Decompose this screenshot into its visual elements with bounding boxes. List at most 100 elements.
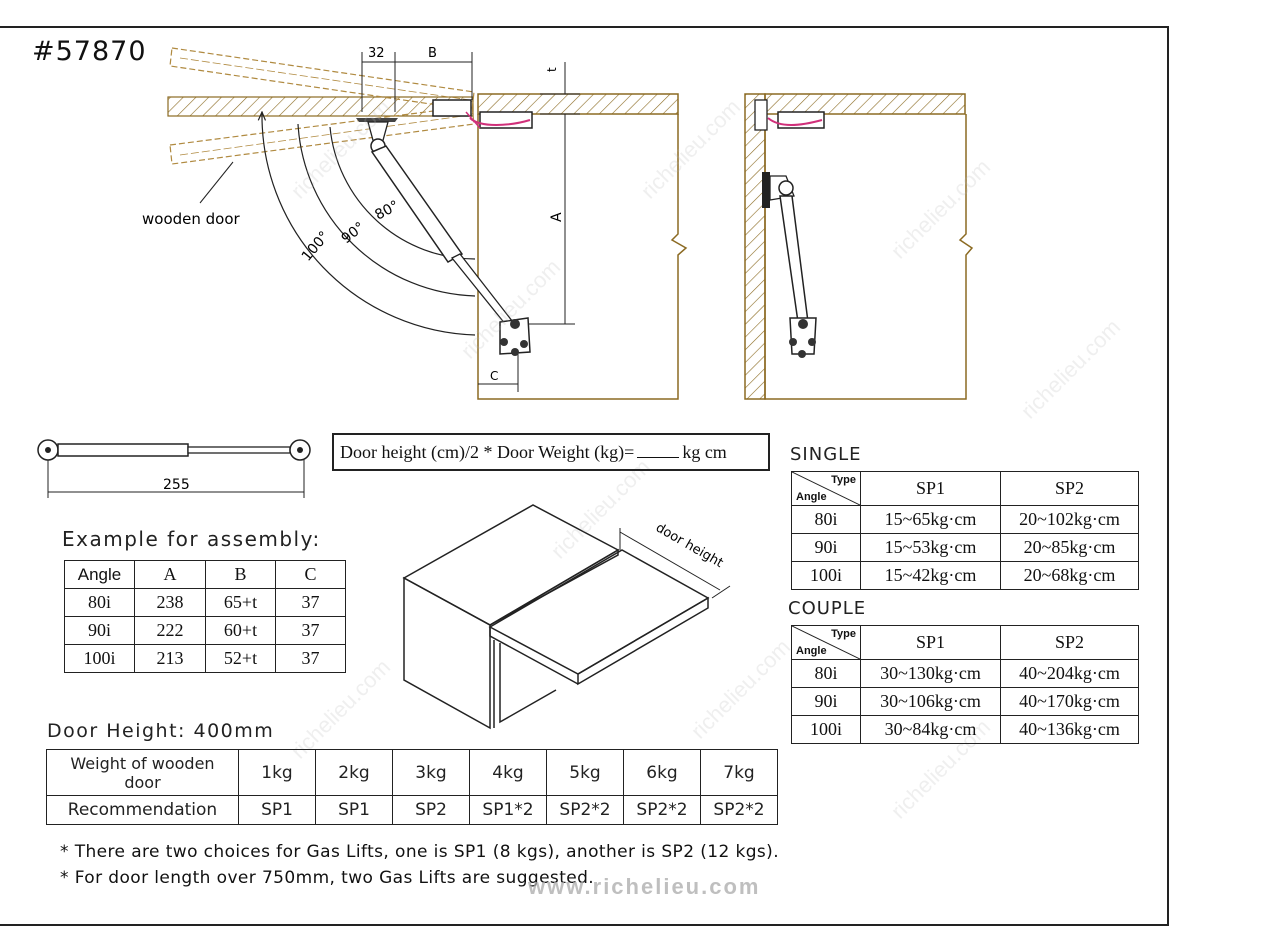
formula-unit: cm (704, 442, 727, 462)
hinge-left (432, 99, 533, 129)
table-cell: 40~204kg·cm (1000, 659, 1139, 688)
angle-80-label: 80° (372, 198, 401, 224)
cabinet-right (744, 93, 974, 400)
table-cell: 80i (791, 659, 861, 688)
table-cell: 100i (64, 644, 135, 673)
assembly-heading: Example for assembly: (62, 527, 321, 551)
table-row: 100i 30~84kg·cm 40~136kg·cm (791, 715, 1139, 744)
couple-heading: COUPLE (788, 598, 867, 619)
gas-strut-dimension (37, 439, 311, 498)
formula-suffix: kg (682, 442, 701, 462)
table-row: 80i 238 65+t 37 (64, 588, 346, 617)
table-cell: 20~68kg·cm (1000, 561, 1139, 590)
assembly-col-c: C (275, 560, 346, 589)
top-dimensions (361, 52, 580, 392)
table-row: 80i 30~130kg·cm 40~204kg·cm (791, 659, 1139, 688)
dim-c-label: C (490, 369, 498, 383)
table-row: 90i 222 60+t 37 (64, 616, 346, 645)
table-cell: 65+t (205, 588, 276, 617)
watermark-url: www.richelieu.com (528, 874, 761, 899)
single-angle-label: Angle (796, 491, 827, 503)
couple-col-sp1: SP1 (860, 625, 1001, 660)
strut-length-label: 255 (163, 477, 190, 493)
table-cell: 15~42kg·cm (860, 561, 1001, 590)
weight-recommendation-table: Weight of wooden door 1kg 2kg 3kg 4kg 5k… (46, 749, 778, 825)
weight-cell: 3kg (392, 749, 470, 796)
single-type-label: Type (831, 474, 856, 486)
table-cell: 213 (134, 644, 206, 673)
recommendation-cell: SP2*2 (700, 795, 778, 825)
table-cell: 52+t (205, 644, 276, 673)
table-cell: 15~53kg·cm (860, 533, 1001, 562)
weight-cell: 4kg (469, 749, 547, 796)
wooden-door-label: wooden door (142, 210, 241, 228)
recommendation-cell: SP1*2 (469, 795, 547, 825)
assembly-col-a: A (134, 560, 206, 589)
recommendation-cell: SP2*2 (546, 795, 624, 825)
weight-cell: 5kg (546, 749, 624, 796)
table-cell: 60+t (205, 616, 276, 645)
isometric-cabinet (402, 504, 731, 730)
angle-90-label: 90° (339, 219, 368, 247)
recommendation-cell: SP1 (315, 795, 393, 825)
table-cell: 37 (275, 616, 346, 645)
table-cell: 20~102kg·cm (1000, 505, 1139, 534)
recommendation-cell: SP2 (392, 795, 470, 825)
couple-type-angle-header: Type Angle (791, 625, 862, 660)
dim-b-label: B (428, 46, 437, 61)
table-cell: 30~130kg·cm (860, 659, 1001, 688)
door-positions (167, 47, 475, 165)
table-cell: 100i (791, 561, 861, 590)
single-heading: SINGLE (790, 444, 862, 465)
table-cell: 80i (64, 588, 135, 617)
gas-strut-left (356, 118, 531, 356)
table-row: 90i 15~53kg·cm 20~85kg·cm (791, 533, 1139, 562)
dim-t-label: t (545, 67, 559, 72)
dim-a-label: A (549, 212, 565, 222)
technical-drawing: wooden door 80° 90° 100° 32 B t A C (37, 46, 1125, 824)
table-cell: 238 (134, 588, 206, 617)
table-row: 100i 15~42kg·cm 20~68kg·cm (791, 561, 1139, 590)
door-height-heading: Door Height: 400mm (47, 720, 275, 742)
single-type-angle-header: Type Angle (791, 471, 862, 506)
table-row: 80i 15~65kg·cm 20~102kg·cm (791, 505, 1139, 534)
formula-blank (637, 441, 680, 458)
single-col-sp1: SP1 (860, 471, 1001, 506)
table-cell: 80i (791, 505, 861, 534)
table-cell: 100i (791, 715, 861, 744)
table-cell: 20~85kg·cm (1000, 533, 1139, 562)
note-gas-lift-choices: * There are two choices for Gas Lifts, o… (60, 842, 780, 862)
weight-cell: 1kg (238, 749, 316, 796)
assembly-col-angle: Angle (64, 560, 135, 589)
table-cell: 30~106kg·cm (860, 687, 1001, 716)
table-cell: 40~136kg·cm (1000, 715, 1139, 744)
svg-text:richelieu.com: richelieu.com (686, 634, 795, 743)
table-cell: 90i (791, 533, 861, 562)
couple-type-label: Type (831, 628, 856, 640)
note-two-gas-lifts: * For door length over 750mm, two Gas Li… (60, 868, 595, 888)
couple-angle-label: Angle (796, 645, 827, 657)
assembly-table: Angle A B C 80i 238 65+t 37 90i 222 60+t… (64, 560, 346, 673)
table-cell: 222 (134, 616, 206, 645)
couple-table: Type Angle SP1 SP2 80i 30~130kg·cm 40~20… (791, 625, 1139, 744)
door-height-label: door height (653, 520, 726, 571)
couple-col-sp2: SP2 (1000, 625, 1139, 660)
dim-32-label: 32 (368, 46, 385, 61)
table-cell: 15~65kg·cm (860, 505, 1001, 534)
recommendation-row-label: Recommendation (46, 795, 239, 825)
recommendation-cell: SP1 (238, 795, 316, 825)
assembly-col-b: B (205, 560, 276, 589)
table-cell: 40~170kg·cm (1000, 687, 1139, 716)
weight-cell: 7kg (700, 749, 778, 796)
single-col-sp2: SP2 (1000, 471, 1139, 506)
table-cell: 30~84kg·cm (860, 715, 1001, 744)
weight-cell: 2kg (315, 749, 393, 796)
table-row: 100i 213 52+t 37 (64, 644, 346, 673)
svg-text:richelieu.com: richelieu.com (1016, 314, 1125, 423)
recommendation-cell: SP2*2 (623, 795, 701, 825)
table-cell: 90i (64, 616, 135, 645)
formula-prefix: Door height (cm)/2 * Door Weight (kg)= (340, 442, 635, 462)
svg-text:richelieu.com: richelieu.com (886, 154, 995, 263)
table-cell: 37 (275, 588, 346, 617)
weight-cell: 6kg (623, 749, 701, 796)
